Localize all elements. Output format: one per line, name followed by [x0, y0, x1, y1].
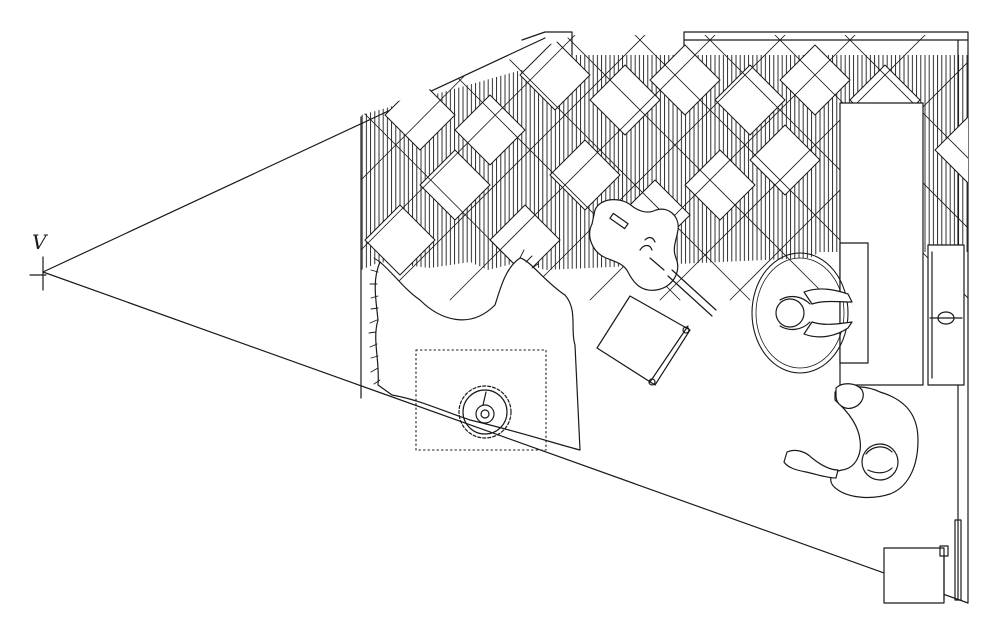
sight-cone: [42, 37, 969, 604]
fan-icon: [458, 385, 512, 439]
fur-rug: [374, 257, 581, 451]
person-icon: [751, 252, 853, 374]
viewpoint-marker: V: [29, 230, 49, 291]
viewpoint-label: V: [32, 230, 49, 254]
cello-icon: [589, 199, 717, 317]
piano-icon: [839, 102, 965, 386]
rug-fringe: [368, 249, 539, 385]
chair-icon: [883, 519, 962, 604]
dotted-area: [415, 349, 547, 451]
person-icon: [783, 383, 919, 499]
music-stand-icon: [596, 295, 691, 386]
